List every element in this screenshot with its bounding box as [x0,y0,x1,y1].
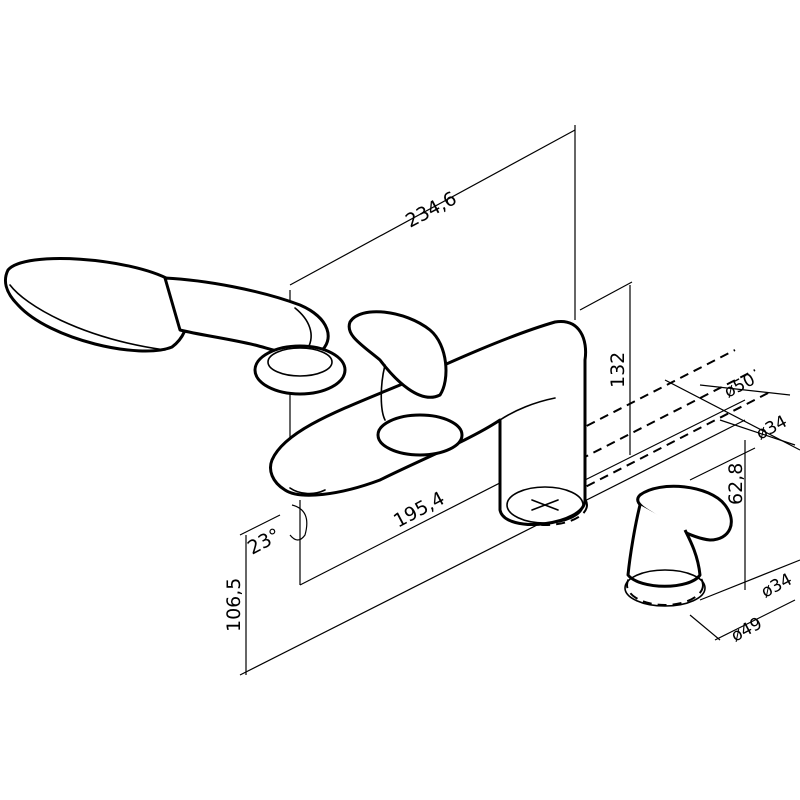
label-hole-diameter-large: ø50 [721,370,759,403]
label-hole-diameter-small-right: ø34 [753,412,791,445]
center-lever-handle [347,310,464,457]
label-spout-reach: 195,4 [390,487,448,532]
label-overall-length: 234,6 [402,187,460,232]
side-valve-handle [624,484,733,607]
label-handle-height: 62,8 [725,463,747,505]
label-base-height: 106,5 [223,578,245,632]
label-base-diameter: ø49 [728,614,766,647]
label-spout-height: 132 [607,352,629,388]
hand-shower [4,257,347,396]
